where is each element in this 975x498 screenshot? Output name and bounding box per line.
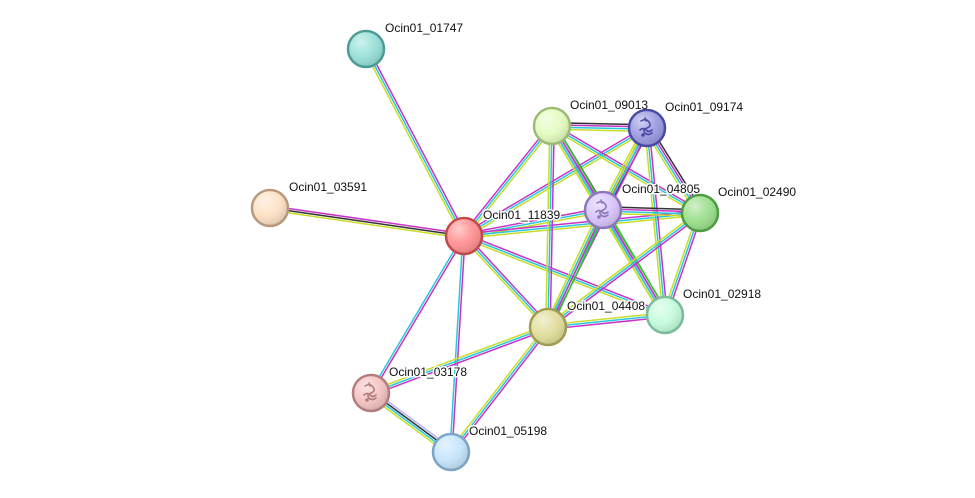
- protein-structure-icon: [639, 117, 653, 137]
- node-circle: [431, 432, 471, 472]
- edge-evidence-databases: [449, 235, 464, 452]
- edge-ocin01_03591-ocin01_11839[interactable]: [269, 205, 465, 239]
- edge-evidence-textmining: [544, 208, 601, 326]
- node-circle: [680, 193, 720, 233]
- edge-evidence-coexpression: [269, 207, 465, 237]
- edge-evidence-textmining: [546, 210, 700, 326]
- edge-evidence-experiments: [548, 316, 666, 330]
- edge-ocin01_11839-ocin01_05198[interactable]: [449, 235, 466, 453]
- protein-structure-icon: [363, 382, 377, 402]
- node-ocin01_03178[interactable]: Ocin01_03178: [351, 364, 469, 413]
- edge-evidence-textmining: [644, 128, 664, 316]
- node-ocin01_04408[interactable]: Ocin01_04408: [528, 298, 647, 347]
- node-label: Ocin01_02918: [683, 287, 761, 301]
- edge-evidence-experiments: [464, 233, 667, 314]
- node-circle: [528, 307, 568, 347]
- edge-evidence-textmining: [448, 325, 547, 452]
- edge-evidence-textmining: [369, 324, 548, 392]
- edge-evidence-databases: [646, 127, 666, 316]
- edge-evidence-textmining: [269, 209, 464, 239]
- edge-evidence-databases: [463, 212, 701, 237]
- edge-evidence-databases: [369, 235, 464, 393]
- edge-evidence-databases: [450, 326, 549, 453]
- edge-evidence-databases: [463, 125, 553, 237]
- node-label: Ocin01_01747: [385, 21, 463, 35]
- edge-evidence-databases: [463, 127, 648, 237]
- node-layer: Ocin01_01747Ocin01_03591Ocin01_11839Ocin…: [250, 20, 798, 472]
- edge-ocin01_11839-ocin01_03178[interactable]: [369, 235, 466, 394]
- node-ocin01_05198[interactable]: Ocin01_05198: [431, 423, 549, 472]
- edge-evidence-experiments: [648, 127, 668, 315]
- edge-evidence-databases: [370, 326, 549, 394]
- edge-ocin01_11839-ocin01_02918[interactable]: [462, 233, 667, 318]
- edge-evidence-textmining: [464, 129, 649, 239]
- edge-evidence-textmining: [545, 125, 551, 327]
- node-circle: [645, 295, 685, 335]
- edge-evidence-experiments: [270, 205, 465, 235]
- node-label: Ocin01_09174: [665, 100, 743, 114]
- edge-evidence-experiments: [371, 328, 550, 396]
- edge-evidence-experiments: [548, 210, 605, 328]
- edge-evidence-textmining: [464, 214, 701, 239]
- edge-evidence-experiments: [452, 327, 551, 454]
- edge-evidence-experiments: [451, 236, 466, 453]
- edge-evidence-databases: [547, 125, 553, 328]
- edge-ocin01_11839-ocin01_09174[interactable]: [462, 125, 649, 239]
- node-label: Ocin01_11839: [483, 208, 561, 222]
- edge-evidence-databases: [547, 212, 701, 328]
- edge-evidence-databases: [547, 314, 666, 328]
- node-label: Ocin01_02490: [718, 185, 796, 199]
- edge-evidence-databases: [546, 209, 603, 327]
- edge-evidence-textmining: [363, 49, 463, 238]
- node-ocin01_01747[interactable]: Ocin01_01747: [346, 20, 465, 69]
- edge-evidence-textmining: [462, 237, 665, 318]
- node-label: Ocin01_04805: [622, 182, 700, 196]
- edge-evidence-textmining: [547, 312, 665, 326]
- edge-ocin01_01747-ocin01_11839[interactable]: [363, 47, 467, 238]
- node-label: Ocin01_09013: [570, 98, 648, 112]
- node-label: Ocin01_03591: [289, 180, 367, 194]
- edge-evidence-experiments: [549, 126, 555, 328]
- edge-evidence-experiments: [367, 47, 467, 236]
- node-label: Ocin01_03178: [389, 365, 467, 379]
- edge-ocin01_09174-ocin01_02918[interactable]: [644, 127, 668, 316]
- edge-evidence-experiments: [548, 214, 702, 330]
- node-ocin01_02918[interactable]: Ocin01_02918: [645, 286, 763, 335]
- node-circle: [346, 29, 386, 69]
- edge-ocin01_04408-ocin01_03178[interactable]: [369, 324, 550, 396]
- edge-ocin01_04408-ocin01_05198[interactable]: [448, 325, 551, 454]
- edge-ocin01_09013-ocin01_04408[interactable]: [545, 125, 555, 328]
- edge-ocin01_02490-ocin01_04408[interactable]: [546, 210, 702, 330]
- edge-ocin01_02918-ocin01_04408[interactable]: [547, 312, 666, 330]
- node-circle: [532, 106, 572, 146]
- node-circle: [250, 188, 290, 228]
- node-circle: [444, 216, 484, 256]
- edge-ocin01_04805-ocin01_04408[interactable]: [544, 208, 607, 329]
- node-label: Ocin01_04408: [567, 299, 645, 313]
- edge-evidence-neighborhood: [550, 211, 607, 329]
- edge-evidence-databases: [365, 48, 465, 237]
- edge-evidence-experiments: [371, 236, 466, 394]
- protein-structure-icon: [595, 199, 609, 219]
- edge-evidence-experiments: [462, 125, 647, 235]
- edge-evidence-experiments: [463, 207, 603, 235]
- edge-evidence-databases: [463, 235, 666, 316]
- node-label: Ocin01_05198: [469, 424, 547, 438]
